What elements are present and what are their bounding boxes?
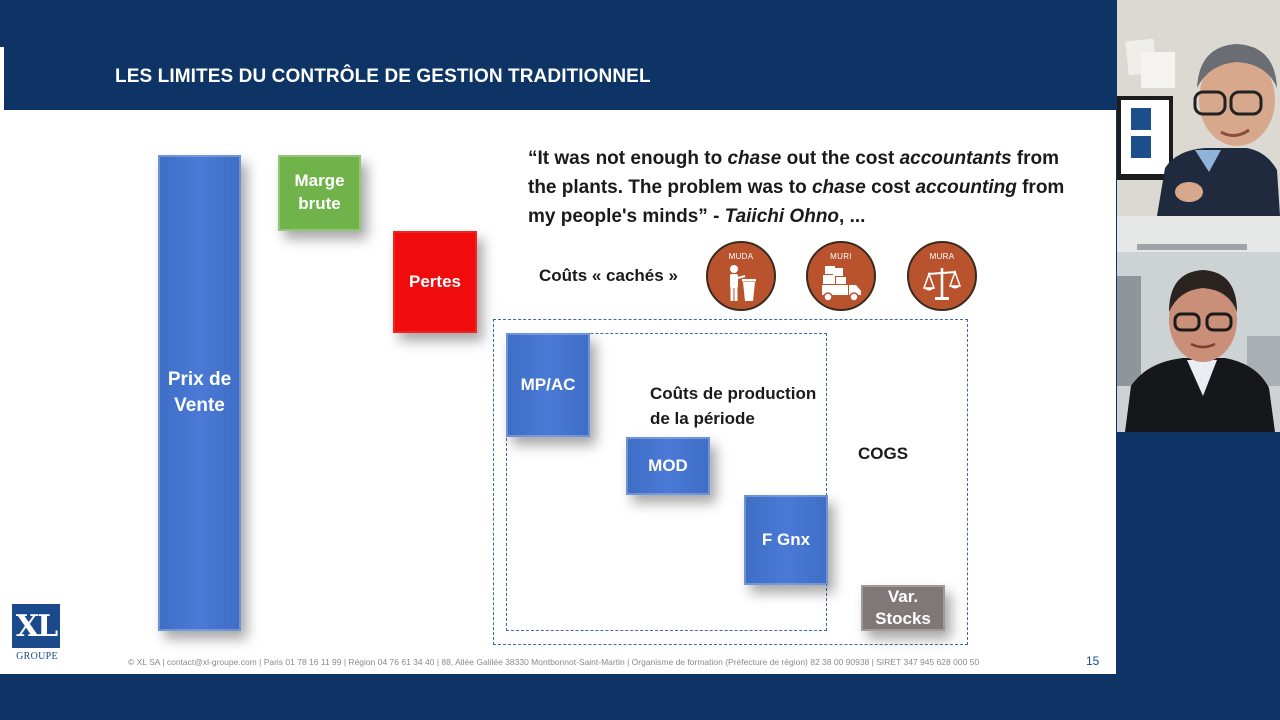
quote-emphasis: chase xyxy=(727,148,782,169)
mura-label: MURA xyxy=(929,252,955,261)
bar-pertes: Pertes xyxy=(393,231,477,333)
bar-mod-label: MOD xyxy=(648,455,688,475)
bar-marge-brute: Marge brute xyxy=(278,155,361,231)
muri-label: MURI xyxy=(830,252,852,261)
bar-marge-label-2: brute xyxy=(298,194,341,213)
presentation-slide: LES LIMITES DU CONTRÔLE DE GESTION TRADI… xyxy=(0,0,1116,674)
slide-title: LES LIMITES DU CONTRÔLE DE GESTION TRADI… xyxy=(115,66,651,87)
bar-mod: MOD xyxy=(626,437,710,495)
header-edge-accent xyxy=(0,47,4,110)
overloaded-truck-icon xyxy=(822,266,861,302)
bar-var-stocks: Var. Stocks xyxy=(861,585,945,631)
muda-icon: MUDA xyxy=(706,241,776,311)
hidden-costs-label: Coûts « cachés » xyxy=(539,266,678,285)
production-costs-label: Coûts de production de la période xyxy=(650,381,816,431)
production-costs-line-1: Coûts de production xyxy=(650,384,817,403)
quote-emphasis: accountants xyxy=(899,148,1012,169)
mura-icon: MURA xyxy=(907,241,977,311)
bar-prix-label-2: Vente xyxy=(174,395,225,416)
bar-marge-label-1: Marge xyxy=(294,171,345,191)
logo-subtitle: GROUPE xyxy=(16,651,58,662)
cogs-label: COGS xyxy=(858,444,909,463)
slide-header: LES LIMITES DU CONTRÔLE DE GESTION TRADI… xyxy=(0,0,1116,110)
quote-text: from my people's minds” - xyxy=(528,177,1065,227)
quote-text: “It was not enough to xyxy=(528,148,728,169)
quote-text: out the cost xyxy=(781,148,900,169)
quote-author: Taiichi Ohno xyxy=(724,206,840,227)
participant-1-image xyxy=(1117,0,1280,216)
participant-2-image xyxy=(1117,216,1280,432)
scale-balance-icon xyxy=(922,268,962,300)
xl-groupe-logo: XL GROUPE xyxy=(12,604,62,664)
bar-prix-de-vente: Prix de Vente xyxy=(158,155,241,631)
quote-text: from the plants. The problem was to xyxy=(528,148,1060,198)
bar-f-gnx: F Gnx xyxy=(744,495,828,585)
page-number: 15 xyxy=(1086,654,1100,668)
ohno-quote: “It was not enough to chase out the cost… xyxy=(528,144,1088,231)
cogs-dashed-box xyxy=(493,319,968,645)
bar-mp-ac: MP/AC xyxy=(506,333,590,437)
logo-mark: XL xyxy=(12,604,60,648)
bar-var-label-1: Var. xyxy=(887,586,919,606)
slide-footer: © XL SA | contact@xl-groupe.com | Paris … xyxy=(128,657,980,667)
bar-var-label-2: Stocks xyxy=(875,609,931,628)
quote-text: , ... xyxy=(839,206,866,227)
quote-text: cost xyxy=(865,177,916,198)
production-costs-dashed-box xyxy=(506,333,827,631)
trash-person-icon xyxy=(730,265,756,301)
muri-icon: MURI xyxy=(806,241,876,311)
quote-emphasis: accounting xyxy=(915,177,1017,198)
bar-fgnx-label: F Gnx xyxy=(761,529,811,549)
participant-video-2[interactable] xyxy=(1117,216,1280,432)
bar-mpac-label: MP/AC xyxy=(520,374,576,394)
muda-label: MUDA xyxy=(728,252,754,261)
bar-prix-label-1: Prix de xyxy=(167,369,232,391)
bar-pertes-label: Pertes xyxy=(409,271,461,291)
quote-emphasis: chase xyxy=(811,177,866,198)
participant-video-1[interactable] xyxy=(1117,0,1280,216)
production-costs-line-2: de la période xyxy=(650,409,755,428)
